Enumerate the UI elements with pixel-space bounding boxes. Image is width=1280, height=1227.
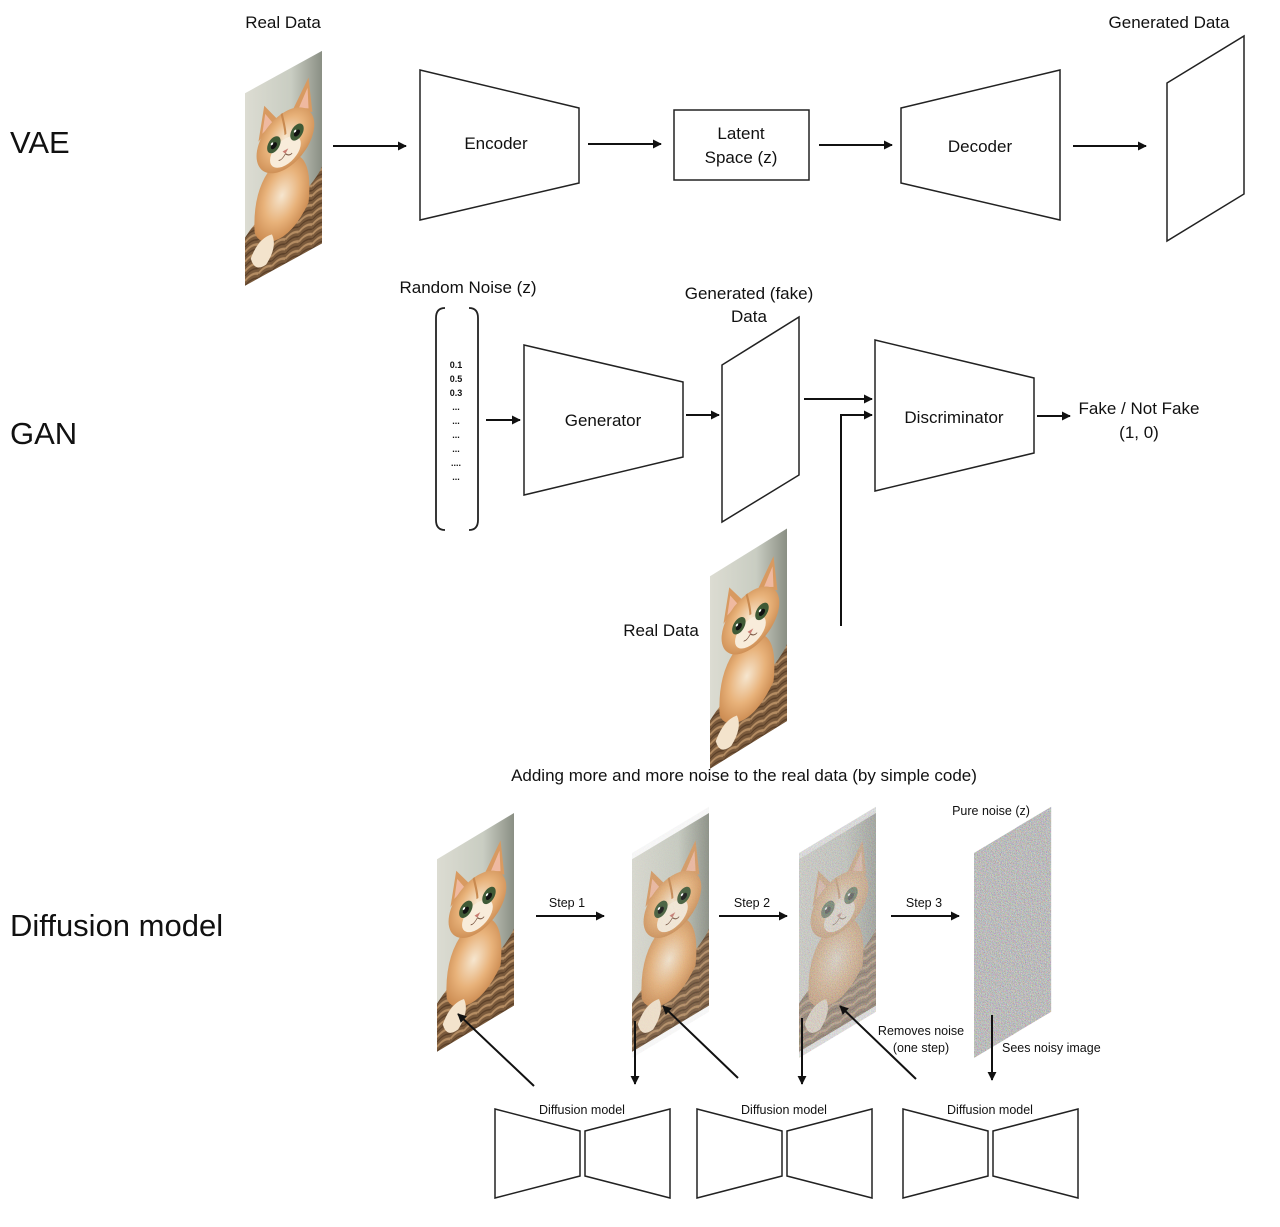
latent-label-line2: Space (z)	[705, 148, 778, 167]
noise-label: Random Noise (z)	[400, 278, 537, 297]
diffusion-images	[437, 806, 1051, 1058]
encoder-shape	[419, 69, 580, 221]
diffusion-model-1: Diffusion model	[494, 1103, 671, 1199]
vae-real-data-label: Real Data	[245, 13, 321, 32]
step-2-label: Step 2	[734, 896, 770, 910]
encoder-label: Encoder	[464, 134, 528, 153]
generator-label: Generator	[565, 411, 642, 430]
vae-generated-data-frame	[1166, 34, 1245, 243]
noise-value: ...	[452, 430, 460, 440]
diffusion-model-2: Diffusion model	[696, 1103, 873, 1199]
noise-bracket-right	[468, 307, 479, 531]
gan-arrow-real	[840, 410, 873, 626]
gan-generated-data-frame	[721, 315, 800, 524]
noise-vector: 0.1 0.5 0.3...................	[450, 360, 463, 482]
sees-noisy-label: Sees noisy image	[1002, 1041, 1101, 1055]
removes-noise-line1: Removes noise	[878, 1024, 964, 1038]
vae-title: VAE	[10, 125, 70, 160]
generator-shape	[523, 344, 684, 496]
diffusion-section: Diffusion model Adding more and more noi…	[10, 766, 1101, 1199]
discriminator-label: Discriminator	[904, 408, 1004, 427]
pure-noise-label: Pure noise (z)	[952, 804, 1030, 818]
discriminator-shape	[874, 339, 1035, 492]
diffusion-model-label: Diffusion model	[741, 1103, 827, 1117]
vae-real-cat-image	[245, 49, 322, 287]
diffusion-title: Diffusion model	[10, 908, 223, 943]
decoder-shape	[900, 69, 1061, 221]
vae-generated-label: Generated Data	[1109, 13, 1231, 32]
noise-overlay	[632, 806, 709, 1058]
diffusion-image-1	[437, 811, 514, 1053]
diffusion-decoder-half	[584, 1108, 671, 1199]
gan-real-cat-image	[710, 527, 787, 770]
gan-title: GAN	[10, 416, 77, 451]
noise-overlay	[799, 806, 876, 1058]
gan-generated-label-line2: Data	[731, 307, 767, 326]
noise-value: ...	[452, 444, 460, 454]
removes-noise-line2: (one step)	[893, 1041, 949, 1055]
diffusion-image-2	[632, 806, 709, 1058]
diffusion-encoder-half	[902, 1108, 989, 1199]
noise-value: 0.3	[450, 388, 463, 398]
latent-space-box	[673, 109, 810, 181]
decoder-label: Decoder	[948, 137, 1013, 156]
gan-output-line1: Fake / Not Fake	[1079, 399, 1200, 418]
noise-value: ...	[452, 402, 460, 412]
diffusion-decoder-half	[786, 1108, 873, 1199]
latent-label-line1: Latent	[717, 124, 765, 143]
up-arrow-1	[457, 1013, 535, 1087]
up-arrow-3	[839, 1005, 917, 1080]
gan-real-data-label: Real Data	[623, 621, 699, 640]
diffusion-caption: Adding more and more noise to the real d…	[511, 766, 977, 785]
diffusion-encoder-half	[696, 1108, 783, 1199]
noise-overlay	[974, 806, 1051, 1058]
step-3-label: Step 3	[906, 896, 942, 910]
noise-value: 0.1	[450, 360, 463, 370]
diffusion-model-3: Diffusion model	[902, 1103, 1079, 1199]
diffusion-encoder-half	[494, 1108, 581, 1199]
gan-section: GAN Random Noise (z) 0.1 0.5 0.3..........…	[10, 278, 1200, 770]
gan-generated-label-line1: Generated (fake)	[685, 284, 814, 303]
up-arrow-2	[662, 1005, 739, 1079]
gan-output-line2: (1, 0)	[1119, 423, 1159, 442]
diffusion-decoder-half	[992, 1108, 1079, 1199]
noise-value: ...	[452, 416, 460, 426]
diffusion-image-3	[799, 806, 876, 1058]
noise-bracket-left	[435, 307, 446, 531]
diffusion-model-label: Diffusion model	[947, 1103, 1033, 1117]
noise-value: ....	[451, 458, 461, 468]
noise-value: ...	[452, 472, 460, 482]
diffusion-models: Diffusion model Diffusion model Diffusion …	[494, 1103, 1079, 1199]
noise-value: 0.5	[450, 374, 463, 384]
diffusion-image-4	[974, 806, 1051, 1058]
diffusion-model-label: Diffusion model	[539, 1103, 625, 1117]
step-1-label: Step 1	[549, 896, 585, 910]
vae-section: VAE Real Data Encoder Latent Space (z) D…	[10, 13, 1245, 287]
